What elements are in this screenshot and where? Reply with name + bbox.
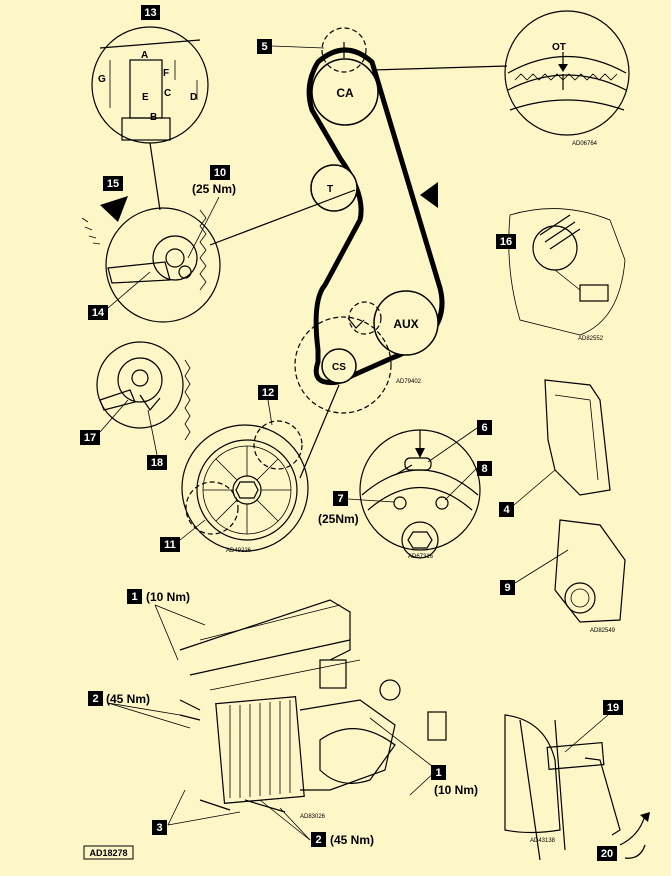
torque-2-left: (45 Nm) [106,692,150,706]
crankshaft-pulley [321,348,357,384]
callout-8: 8 [444,461,492,501]
callout-17: 15 [103,176,123,191]
ot-mark-detail: OT [504,10,630,136]
torque-1-right: (10 Nm) [434,783,478,797]
detail-letter-g: G [98,74,106,85]
pulley-label-t: T [327,184,333,195]
cam-mark-circle [321,27,367,73]
callout-9: 9 [500,549,569,595]
detail-letter-f: F [163,68,169,79]
detail-letter-c: C [164,88,171,99]
image-code-5: AD67316 [408,554,434,560]
callout-1-right: 1 (10 Nm) [431,765,478,797]
ot-label: OT [552,42,566,53]
pulley-label-cs: CS [332,362,346,373]
pulley-label-aux: AUX [393,317,418,331]
callout-20: 18 [147,409,167,470]
drawing-code: AD18278 [89,848,127,858]
svg-text:2: 2 [92,693,98,705]
image-code-1: AD06764 [572,141,598,147]
timing-cover-upper [544,379,611,496]
svg-text:20: 20 [601,848,613,860]
svg-text:4: 4 [503,504,510,516]
belt-tension-gauge-detail: A B C D E F G [91,26,209,211]
callout-5: 5 [257,39,325,54]
callout-16: 14 [88,271,151,320]
svg-text:8: 8 [481,463,487,475]
image-code-2: AD82552 [578,336,604,342]
image-code-8: AD43138 [530,838,556,844]
image-code-4: AD49226 [226,548,252,554]
callout-11: 19 [564,700,623,753]
svg-text:17: 17 [84,432,96,444]
timing-cover-lower [554,519,626,623]
callout-6: 6 [427,420,492,463]
callout-18: 16 [496,234,516,249]
image-code-7: AD83026 [300,814,326,820]
callout-3: 3 [152,820,167,835]
rotation-direction-arrow [420,182,438,208]
svg-text:9: 9 [504,582,510,594]
auxiliary-pulley [373,290,439,356]
callout-4: 4 [499,469,556,517]
callout-13: 11 [160,519,206,552]
callout-19: 17 [80,399,129,445]
crank-detail-circle [294,316,392,414]
svg-text:19: 19 [607,702,619,714]
callout-14: 12 [258,385,278,426]
image-code-6: AD82549 [590,628,616,634]
svg-text:12: 12 [262,387,274,399]
image-code-3: AD79402 [396,379,422,385]
svg-text:10: 10 [214,167,226,179]
svg-text:6: 6 [481,422,487,434]
camshaft-pulley [311,58,379,126]
callout-1-top: 1 (10 Nm) [127,589,190,604]
svg-text:11: 11 [164,539,176,551]
detail-letter-d: D [190,92,197,103]
crank-locking-detail [504,714,650,861]
callout-2-left: 2 (45 Nm) [88,691,150,706]
tensioner-lock-detail [96,341,191,441]
flywheel-mark-detail [359,429,481,559]
torque-10: (25 Nm) [192,182,236,196]
svg-text:1: 1 [131,591,137,603]
callout-7: 7 (25Nm) [318,491,395,526]
svg-text:13: 13 [144,7,156,19]
torque-7: (25Nm) [318,512,359,526]
svg-text:7: 7 [337,493,343,505]
detail-letter-b: B [150,112,157,123]
svg-text:3: 3 [156,822,162,834]
svg-text:2: 2 [315,834,321,846]
callout-12: 20 [597,846,617,861]
tensioner-pulley [310,164,358,212]
callout-15: 13 [141,5,160,20]
pulley-label-ca: CA [336,86,354,100]
timing-belt-routing: CA T AUX CS [209,27,508,479]
svg-text:14: 14 [92,307,105,319]
front-end-assembly [107,599,447,841]
tensioner-detail [81,196,221,323]
detail-letter-e: E [142,92,149,103]
callout-10: 10 (25 Nm) [187,165,236,259]
sensor-detail [508,208,626,336]
svg-text:5: 5 [261,41,267,53]
svg-text:1: 1 [435,767,441,779]
torque-2-bottom: (45 Nm) [330,833,374,847]
callout-2-bottom: 2 (45 Nm) [311,832,374,847]
svg-text:18: 18 [151,457,163,469]
crank-sprocket-detail [181,420,309,552]
svg-text:16: 16 [500,236,512,248]
detail-letter-a: A [141,50,148,61]
torque-1-top: (10 Nm) [146,590,190,604]
svg-text:15: 15 [107,178,119,190]
drawing-code-box: AD18278 [83,845,134,860]
